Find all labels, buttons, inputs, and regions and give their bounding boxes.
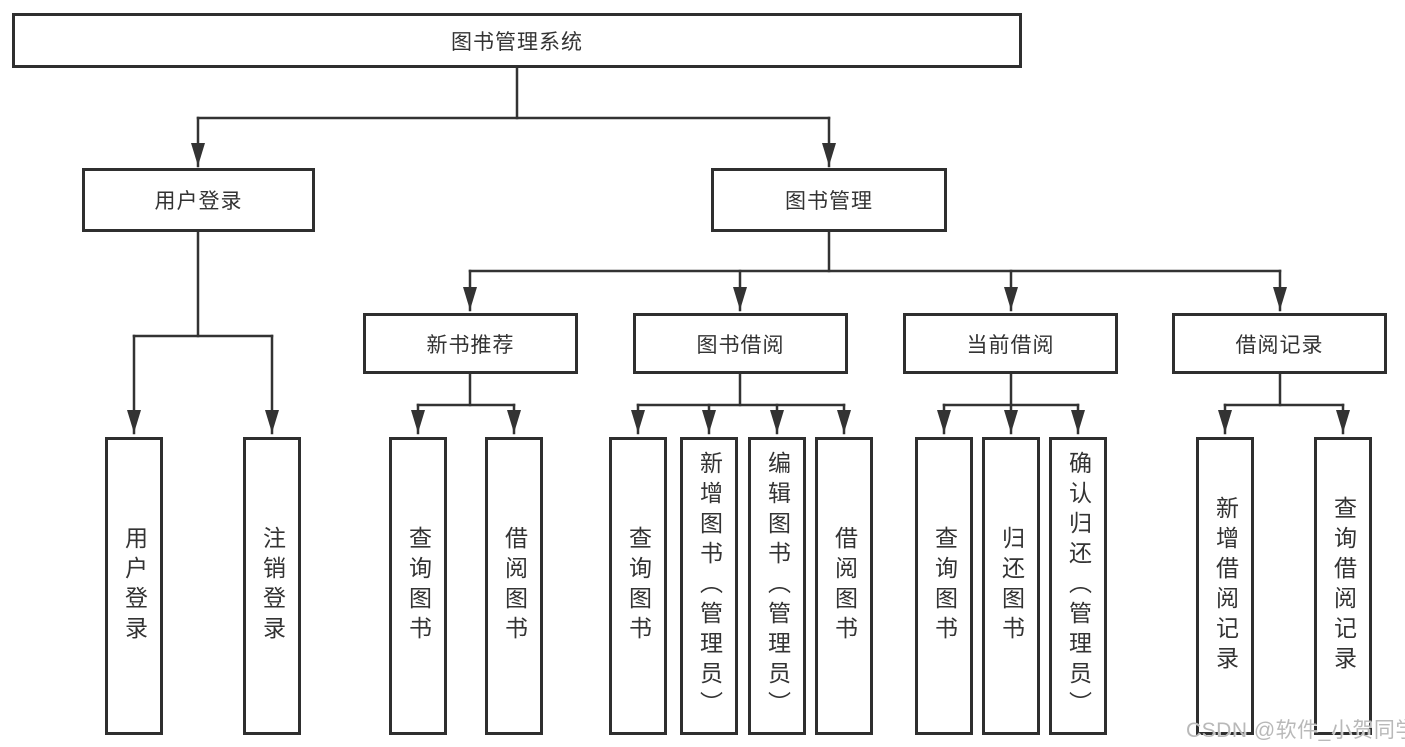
leaf-recommend-query-books: 查询图书	[389, 437, 447, 735]
leaf-current-return-books: 归还图书	[982, 437, 1040, 735]
leaf-borrow-query-books: 查询图书	[609, 437, 667, 735]
leaf-recommend-borrow-books: 借阅图书	[485, 437, 543, 735]
node-new-book-recommend: 新书推荐	[363, 313, 578, 374]
leaf-current-query-books: 查询图书	[915, 437, 973, 735]
leaf-records-add-borrow-record: 新增借阅记录	[1196, 437, 1254, 735]
leaf-borrow-edit-books-admin: 编辑图书（管理员）	[748, 437, 806, 735]
node-book-management: 图书管理	[711, 168, 947, 232]
node-root: 图书管理系统	[12, 13, 1022, 68]
leaf-borrow-borrow-books: 借阅图书	[815, 437, 873, 735]
leaf-current-confirm-return-admin: 确认归还（管理员）	[1049, 437, 1107, 735]
node-current-borrow: 当前借阅	[903, 313, 1118, 374]
leaf-logout-login: 注销登录	[243, 437, 301, 735]
leaf-borrow-add-books-admin: 新增图书（管理员）	[680, 437, 738, 735]
node-book-borrow: 图书借阅	[633, 313, 848, 374]
leaf-records-query-borrow-record: 查询借阅记录	[1314, 437, 1372, 735]
leaf-user-login: 用户登录	[105, 437, 163, 735]
node-user-login: 用户登录	[82, 168, 315, 232]
node-borrow-records: 借阅记录	[1172, 313, 1387, 374]
watermark: CSDN @软件_小贺同学	[1186, 719, 1405, 742]
